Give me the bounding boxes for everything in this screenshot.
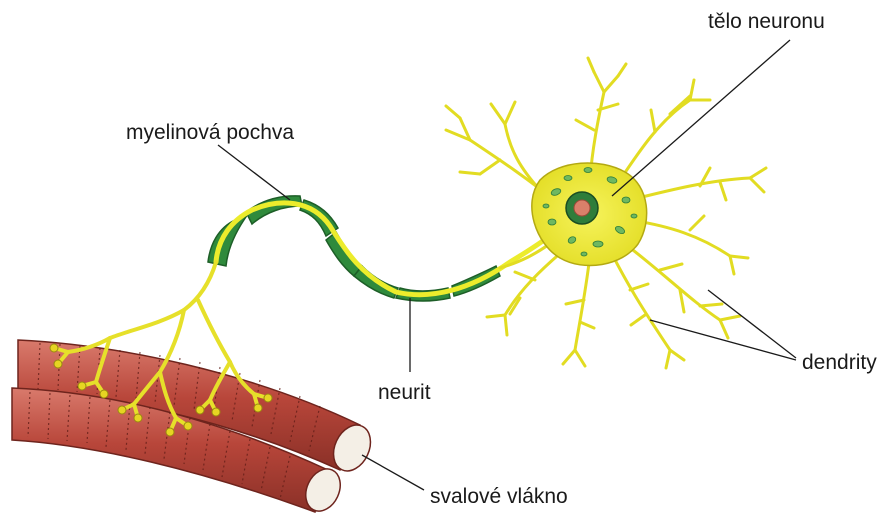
- leader-muscle: [362, 455, 424, 490]
- label-cell-body: tělo neuronu: [708, 11, 825, 32]
- muscle-fibers: [12, 340, 378, 517]
- label-myelin-sheath: myelinová pochva: [126, 122, 294, 143]
- nucleolus: [574, 200, 590, 216]
- axon: [216, 203, 560, 295]
- label-neurite: neurit: [378, 382, 431, 403]
- label-dendrites: dendrity: [802, 352, 877, 373]
- label-muscle-fiber: svalové vlákno: [430, 486, 568, 507]
- leader-myelin: [218, 145, 290, 200]
- leader-cell-body: [612, 40, 790, 196]
